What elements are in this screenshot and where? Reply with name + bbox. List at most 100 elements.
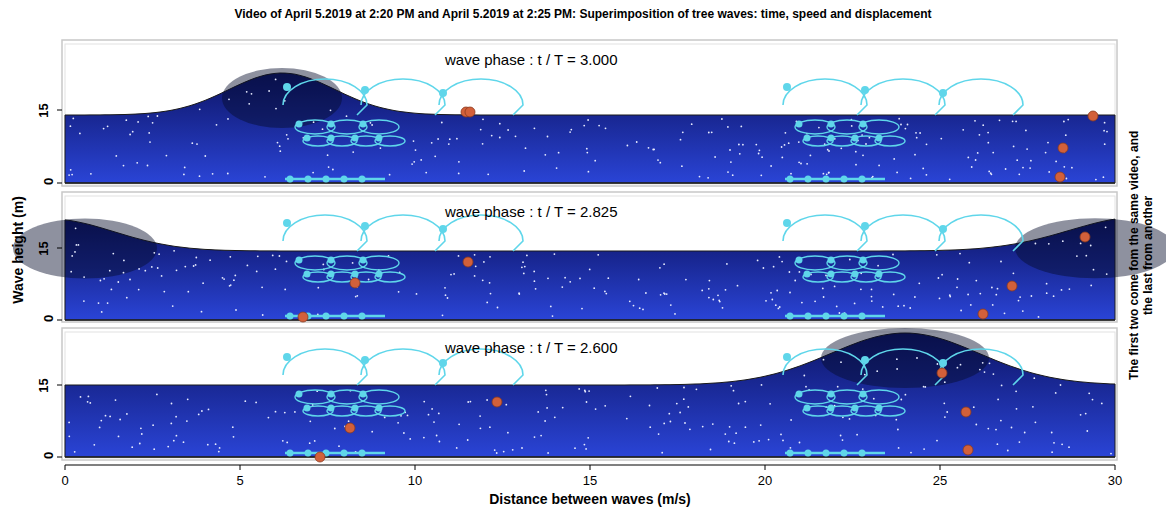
x-tick-label: 25 bbox=[933, 474, 947, 487]
particle bbox=[286, 134, 288, 136]
particle bbox=[779, 306, 781, 308]
tick bbox=[240, 465, 241, 470]
particle bbox=[222, 277, 224, 279]
tick bbox=[415, 465, 416, 470]
particle-dot bbox=[296, 121, 303, 128]
particle bbox=[140, 427, 142, 429]
particle bbox=[163, 291, 165, 293]
particle bbox=[497, 307, 499, 309]
particle-dot bbox=[376, 135, 383, 142]
particle-dot bbox=[841, 450, 848, 457]
particle bbox=[737, 285, 739, 287]
particle bbox=[209, 259, 211, 261]
particle bbox=[1045, 152, 1047, 154]
particle bbox=[456, 447, 458, 449]
particle bbox=[409, 438, 411, 440]
particle bbox=[90, 173, 92, 175]
particle bbox=[507, 129, 509, 131]
particle bbox=[923, 448, 925, 450]
particle bbox=[534, 436, 536, 438]
particle bbox=[416, 293, 418, 295]
particle bbox=[88, 396, 90, 398]
particle bbox=[499, 123, 501, 125]
particle bbox=[900, 124, 902, 126]
particle bbox=[995, 294, 997, 296]
particle bbox=[1019, 296, 1021, 298]
particle bbox=[903, 305, 905, 307]
particle bbox=[593, 287, 595, 289]
particle bbox=[312, 172, 314, 174]
particle bbox=[118, 436, 120, 438]
orbit-path bbox=[283, 349, 367, 385]
particle-dot bbox=[283, 219, 291, 227]
particle bbox=[773, 266, 775, 268]
particle bbox=[403, 432, 405, 434]
particle bbox=[286, 261, 288, 263]
particle bbox=[714, 156, 716, 158]
particle bbox=[941, 274, 943, 276]
particle bbox=[1015, 390, 1017, 392]
particle bbox=[474, 275, 476, 277]
orbit-path bbox=[327, 390, 367, 404]
particle bbox=[1016, 408, 1018, 410]
particle bbox=[1061, 443, 1063, 445]
particle bbox=[598, 125, 600, 127]
particle-dot bbox=[860, 121, 867, 128]
particle bbox=[1016, 159, 1018, 161]
particle bbox=[70, 169, 72, 171]
particle bbox=[216, 124, 218, 126]
particle bbox=[862, 388, 864, 390]
particle bbox=[275, 108, 277, 110]
particle-dot bbox=[861, 222, 869, 230]
particle bbox=[1101, 403, 1103, 405]
particle bbox=[544, 420, 546, 422]
particle-dot bbox=[359, 450, 366, 457]
particle-dot bbox=[828, 391, 835, 398]
particle bbox=[828, 150, 830, 152]
particle bbox=[1046, 292, 1048, 294]
particle bbox=[711, 131, 713, 133]
particle bbox=[979, 134, 981, 136]
orbit-path bbox=[939, 215, 1023, 251]
particle bbox=[785, 132, 787, 134]
particle bbox=[334, 428, 336, 430]
particle bbox=[496, 452, 498, 454]
particle bbox=[871, 300, 873, 302]
particle-dot bbox=[804, 405, 811, 412]
particle bbox=[710, 449, 712, 451]
particle bbox=[247, 265, 249, 267]
particle-dot bbox=[352, 271, 359, 278]
particle-dot bbox=[828, 405, 835, 412]
particle bbox=[898, 118, 900, 120]
particle bbox=[827, 149, 829, 151]
particle bbox=[659, 267, 661, 269]
particle bbox=[892, 254, 894, 256]
particle bbox=[581, 308, 583, 310]
orbit-path bbox=[295, 390, 335, 404]
particle bbox=[589, 269, 591, 271]
particle bbox=[480, 129, 482, 131]
particle bbox=[68, 422, 70, 424]
particle-dot bbox=[823, 450, 830, 457]
particle-dot bbox=[939, 89, 947, 97]
particle bbox=[1035, 243, 1037, 245]
particle bbox=[109, 270, 111, 272]
particle bbox=[505, 404, 507, 406]
particle bbox=[849, 259, 851, 261]
particle bbox=[208, 409, 210, 411]
particle bbox=[936, 254, 938, 256]
particle-dot bbox=[328, 257, 335, 264]
particle bbox=[201, 311, 203, 313]
particle bbox=[595, 408, 597, 410]
wave-phase-label: wave phase : t / T = 2.825 bbox=[445, 204, 617, 219]
particle bbox=[663, 263, 665, 265]
particle bbox=[1000, 261, 1002, 263]
particle bbox=[275, 268, 277, 270]
particle bbox=[129, 279, 131, 281]
particle bbox=[982, 362, 984, 364]
particle bbox=[745, 426, 747, 428]
particle bbox=[877, 265, 879, 267]
particle bbox=[707, 177, 709, 179]
orbit-path bbox=[785, 452, 885, 455]
particle bbox=[681, 165, 683, 167]
